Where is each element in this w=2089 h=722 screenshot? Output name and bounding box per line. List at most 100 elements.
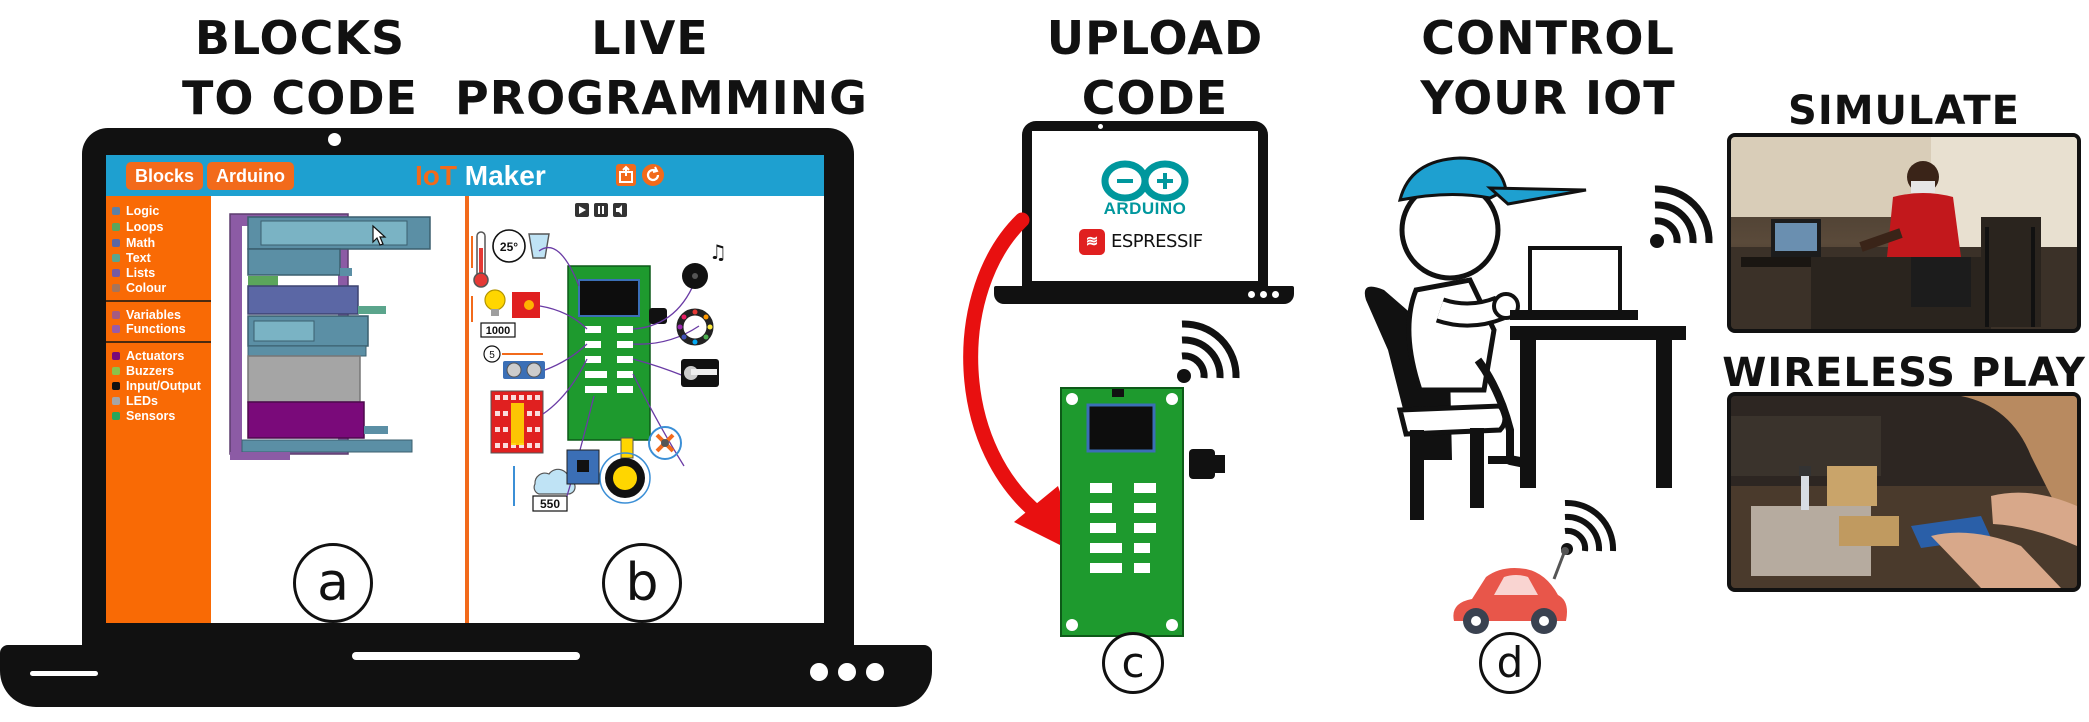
category-swatch bbox=[112, 397, 120, 405]
category-swatch bbox=[112, 412, 120, 420]
laptop-dot bbox=[866, 663, 884, 681]
category-swatch bbox=[112, 254, 120, 262]
cursor-icon bbox=[372, 224, 387, 246]
category-loops[interactable]: Loops bbox=[112, 220, 164, 235]
live-simulation-canvas[interactable]: 25° 1000 5 550 bbox=[469, 196, 824, 623]
workspace-divider bbox=[465, 196, 469, 623]
category-leds[interactable]: LEDs bbox=[112, 394, 158, 409]
blocks-workspace[interactable] bbox=[211, 196, 465, 623]
simulate-photo bbox=[1727, 133, 2081, 333]
category-swatch bbox=[112, 269, 120, 277]
person-at-laptop-photo bbox=[1731, 137, 2077, 329]
category-label: Actuators bbox=[126, 349, 185, 363]
webcam-dot bbox=[328, 133, 341, 146]
code-block bbox=[247, 401, 365, 439]
board-pin-headers bbox=[585, 326, 633, 393]
oled-display bbox=[578, 279, 640, 317]
category-math[interactable]: Math bbox=[112, 236, 155, 251]
iot-board bbox=[1060, 387, 1225, 637]
wifi-icon bbox=[1650, 185, 1713, 248]
temperature-value: 25° bbox=[500, 240, 518, 254]
heading-line: YOUR IOT bbox=[1420, 71, 1676, 125]
wireless-play-photo bbox=[1727, 392, 2081, 592]
export-icon[interactable] bbox=[616, 164, 636, 186]
label-a: a bbox=[293, 543, 373, 623]
heading-line: BLOCKS bbox=[194, 11, 406, 65]
distance-value: 5 bbox=[489, 350, 495, 361]
category-label: Text bbox=[126, 251, 151, 265]
category-actuators[interactable]: Actuators bbox=[112, 349, 184, 364]
category-swatch bbox=[112, 223, 120, 231]
code-block-tab bbox=[358, 306, 386, 314]
label-c: c bbox=[1102, 632, 1164, 694]
heading-live-programming: LIVE PROGRAMMING bbox=[455, 8, 867, 128]
app-title: IoT Maker bbox=[415, 159, 546, 193]
code-block bbox=[241, 439, 413, 453]
code-block bbox=[247, 285, 359, 315]
category-sensors[interactable]: Sensors bbox=[112, 409, 175, 424]
category-variables[interactable]: Variables bbox=[112, 308, 181, 323]
arduino-wordmark: ARDUINO bbox=[1103, 199, 1187, 218]
tab-arduino[interactable]: Arduino bbox=[207, 162, 294, 190]
category-colour[interactable]: Colour bbox=[112, 281, 166, 296]
light-value: 1000 bbox=[486, 325, 510, 337]
espressif-wordmark: ESPRESSIF bbox=[1111, 231, 1203, 252]
code-block bbox=[248, 276, 278, 286]
category-swatch bbox=[112, 239, 120, 247]
iot-maker-screen: Blocks Arduino IoT Maker Logic Loops Mat… bbox=[106, 155, 824, 623]
app-title-rest: Maker bbox=[457, 160, 546, 191]
category-label: Math bbox=[126, 236, 156, 250]
oled-display bbox=[1086, 403, 1156, 453]
arduino-logo bbox=[1101, 160, 1189, 202]
heading-wireless-play: WIRELESS PLAY bbox=[1722, 350, 2086, 396]
category-label: Colour bbox=[126, 281, 167, 295]
category-swatch bbox=[112, 367, 120, 375]
heading-line: LIVE bbox=[591, 11, 709, 65]
light-value-box bbox=[480, 322, 516, 338]
led-matrix-cells bbox=[495, 395, 540, 448]
laptop-base bbox=[0, 645, 932, 707]
laptop-left-slot bbox=[30, 671, 98, 676]
category-functions[interactable]: Functions bbox=[112, 322, 186, 337]
rc-car-icon bbox=[1453, 547, 1569, 634]
lightbulb-icon bbox=[484, 289, 506, 311]
code-block bbox=[247, 248, 341, 276]
board-connector bbox=[1189, 449, 1215, 479]
category-label: Variables bbox=[126, 308, 181, 322]
category-logic[interactable]: Logic bbox=[112, 204, 159, 219]
code-block bbox=[247, 345, 367, 357]
category-buzzers[interactable]: Buzzers bbox=[112, 364, 174, 379]
humidity-value: 550 bbox=[540, 497, 560, 511]
upload-laptop-base bbox=[994, 286, 1294, 304]
espressif-icon: ≋ bbox=[1079, 229, 1105, 255]
laptop-dot bbox=[1272, 291, 1279, 298]
tab-blocks[interactable]: Blocks bbox=[126, 162, 204, 190]
motor-icon bbox=[620, 437, 634, 459]
category-swatch bbox=[112, 311, 120, 319]
category-lists[interactable]: Lists bbox=[112, 266, 155, 281]
code-block-tab bbox=[364, 426, 388, 434]
category-label: Logic bbox=[126, 204, 160, 218]
category-text[interactable]: Text bbox=[112, 251, 151, 266]
code-block-inner bbox=[260, 220, 408, 246]
upload-laptop-screen: ARDUINO ≋ ESPRESSIF bbox=[1032, 131, 1258, 281]
laptop-dot bbox=[838, 663, 856, 681]
category-label: Lists bbox=[126, 266, 156, 280]
heading-upload-code: UPLOAD CODE bbox=[1045, 8, 1265, 128]
kid-at-desk-illustration bbox=[1364, 156, 1686, 520]
heading-line: TO CODE bbox=[182, 71, 418, 125]
heading-line: CODE bbox=[1081, 71, 1229, 125]
app-title-prefix: IoT bbox=[415, 160, 457, 191]
category-label: Input/Output bbox=[126, 379, 201, 393]
hands-with-tablet-photo bbox=[1731, 396, 2077, 588]
water-cup-icon bbox=[528, 233, 550, 259]
label-d: d bbox=[1479, 632, 1541, 694]
sidebar-separator bbox=[106, 341, 211, 343]
refresh-icon[interactable] bbox=[642, 164, 664, 186]
laptop-dot bbox=[1260, 291, 1267, 298]
category-swatch bbox=[112, 207, 120, 215]
temperature-dial bbox=[492, 229, 526, 263]
heading-line: CONTROL bbox=[1421, 11, 1675, 65]
category-input-output[interactable]: Input/Output bbox=[112, 379, 201, 394]
label-b: b bbox=[602, 543, 682, 623]
